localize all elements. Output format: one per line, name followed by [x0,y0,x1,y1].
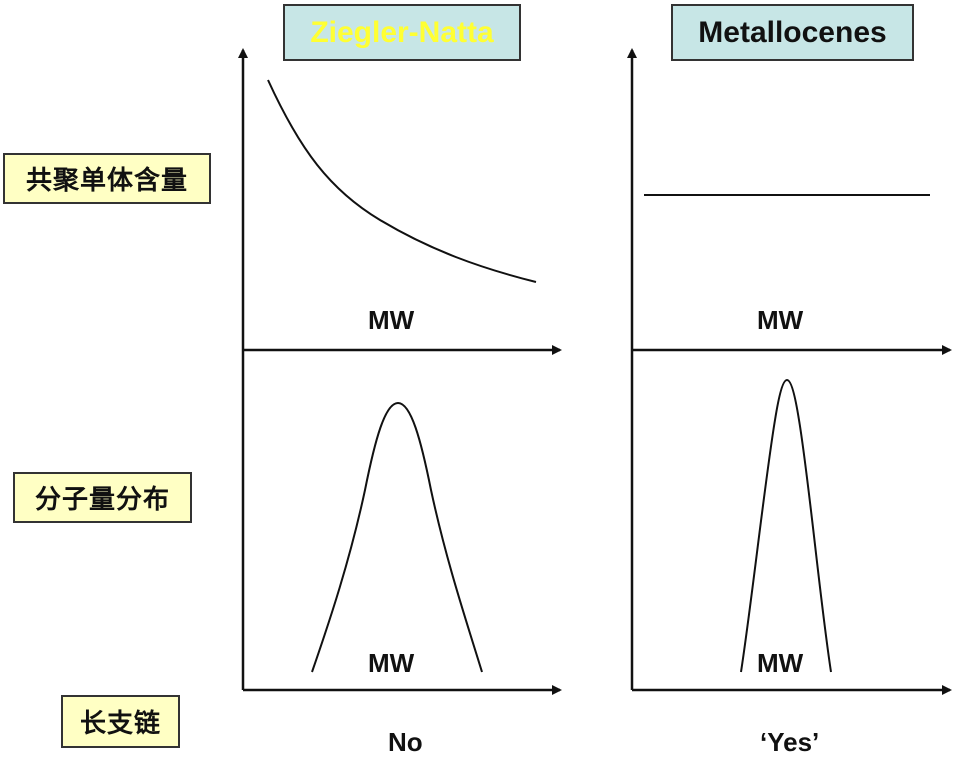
label-mwd-text: 分子量分布 [34,485,170,515]
answer-metallocenes: ‘Yes’ [760,727,820,757]
title-metallocenes-text: Metallocenes [698,15,887,49]
label-mwd: 分子量分布 [13,472,192,523]
left-top-mw-label: MW [368,305,415,335]
left-bottom-mw-label: MW [368,648,415,678]
answer-ziegler-natta: No [388,727,423,757]
title-ziegler-natta: Ziegler-Natta [283,4,521,61]
zn-mwd-curve [311,401,483,673]
title-ziegler-natta-text: Ziegler-Natta [310,15,494,49]
label-lcb-text: 长支链 [79,709,161,739]
label-comonomer-content: 共聚单体含量 [3,153,211,204]
metallocene-mwd-curve [740,378,832,673]
title-metallocenes: Metallocenes [671,4,914,61]
zn-comonomer-curve [267,79,537,283]
right-bottom-mw-label: MW [757,648,804,678]
right-top-mw-label: MW [757,305,804,335]
label-comonomer-text: 共聚单体含量 [25,166,188,196]
label-long-chain-branching: 长支链 [61,695,180,748]
